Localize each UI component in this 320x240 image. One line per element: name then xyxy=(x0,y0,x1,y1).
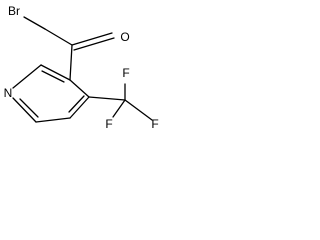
bond-carbonyl-o-1 xyxy=(71,32,113,46)
atom-label-n: N xyxy=(4,86,13,100)
bond-cf3-f-left xyxy=(112,99,126,118)
bond-carbonyl-o-2 xyxy=(73,37,115,51)
bond-cf3-f-right xyxy=(124,99,153,121)
bond-carbonyl-ring xyxy=(69,44,73,81)
ring-bond-n-c6-inner xyxy=(19,98,39,118)
ring-bond-c5-c4-inner xyxy=(68,95,85,113)
bond-c4-cf3 xyxy=(88,96,126,101)
atom-label-f-right: F xyxy=(151,117,158,131)
ring-bond-c3-c2-inner xyxy=(41,70,65,83)
atom-label-o: O xyxy=(120,30,129,44)
bond-br-ch2 xyxy=(23,16,46,30)
structure-canvas: Br O N F F F xyxy=(0,0,174,160)
ring-bond-c3-c2 xyxy=(40,64,71,81)
ring-bond-c2-n xyxy=(12,64,42,89)
atom-label-f-top: F xyxy=(122,66,129,80)
chemical-structure: Br O N F F F xyxy=(4,4,159,131)
atom-label-f-left: F xyxy=(105,117,112,131)
ring-bond-c5-c4 xyxy=(69,96,90,119)
ring-bond-c4-c3 xyxy=(69,79,90,98)
atom-label-br: Br xyxy=(8,4,20,18)
ring-bond-c6-c5 xyxy=(35,117,71,123)
bond-ch2-carbonyl xyxy=(44,28,73,46)
ring-bond-n-c6 xyxy=(12,97,37,123)
